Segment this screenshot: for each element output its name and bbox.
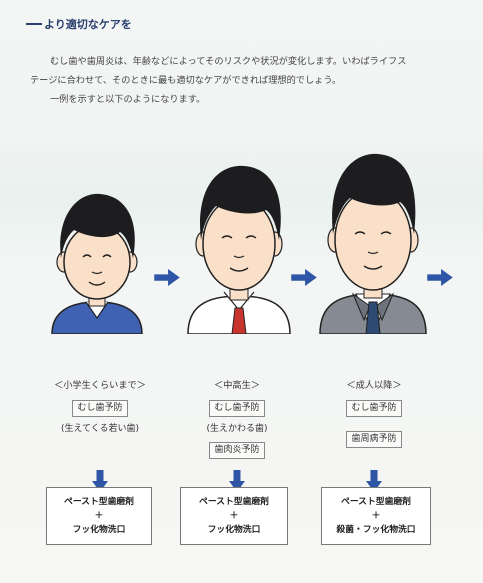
result-box-adult: ペースト型歯磨剤 ＋ 殺菌・フッ化物洗口: [321, 487, 431, 545]
stage-arrow-1-icon: [153, 269, 181, 286]
heading-bar-icon: [26, 23, 42, 25]
result-line-2: 殺菌・フッ化物洗口: [336, 525, 416, 535]
stage-note: (生えてくる若い歯): [60, 424, 140, 434]
intro-line-1: むし歯や歯周炎は、年齢などによってそのリスクや状況が変化します。いわばライフス: [50, 56, 407, 67]
intro-line-3: 一例を示すと以下のようになります。: [50, 94, 206, 105]
result-line-2: フッ化物洗口: [207, 525, 261, 535]
stage-title: ＜成人以降＞: [346, 380, 402, 391]
care-tag: むし歯予防: [346, 400, 402, 417]
result-line-1: ペースト型歯磨剤: [341, 497, 411, 507]
teen-illustration: [187, 165, 291, 334]
stage-column-teen: ＜中高生＞ むし歯予防 (生えかわる歯) 歯肉炎予防: [171, 378, 303, 459]
intro-paragraph: むし歯や歯周炎は、年齢などによってそのリスクや状況が変化します。いわばライフス …: [30, 52, 460, 109]
result-plus: ＋: [229, 511, 239, 521]
care-tag-secondary: 歯周病予防: [346, 431, 402, 448]
intro-line-2: テージに合わせて、そのときに最も適切なケアができれば理想的でしょう。: [30, 75, 342, 86]
stage-title: ＜小学生くらいまで＞: [54, 380, 146, 391]
adult-illustration: [319, 153, 427, 334]
result-box-child: ペースト型歯磨剤 ＋ フッ化物洗口: [46, 487, 152, 545]
child-illustration: [51, 193, 143, 334]
care-tag: むし歯予防: [209, 400, 265, 417]
result-plus: ＋: [94, 511, 104, 521]
stage-title: ＜中高生＞: [214, 380, 260, 391]
section-heading: より適切なケアを: [26, 16, 132, 32]
result-line-1: ペースト型歯磨剤: [199, 497, 269, 507]
stage-arrow-2-icon: [290, 269, 318, 286]
stage-note: (生えかわる歯): [206, 424, 268, 434]
result-line-1: ペースト型歯磨剤: [64, 497, 134, 507]
care-tag: むし歯予防: [72, 400, 128, 417]
result-box-teen: ペースト型歯磨剤 ＋ フッ化物洗口: [180, 487, 288, 545]
result-line-2: フッ化物洗口: [72, 525, 126, 535]
care-tag-secondary: 歯肉炎予防: [209, 442, 265, 459]
stage-column-adult: ＜成人以降＞ むし歯予防 歯周病予防: [308, 378, 440, 448]
heading-text: より適切なケアを: [44, 18, 132, 31]
stage-column-child: ＜小学生くらいまで＞ むし歯予防 (生えてくる若い歯): [34, 378, 166, 436]
result-plus: ＋: [371, 511, 381, 521]
stage-arrow-3-icon: [426, 269, 454, 286]
